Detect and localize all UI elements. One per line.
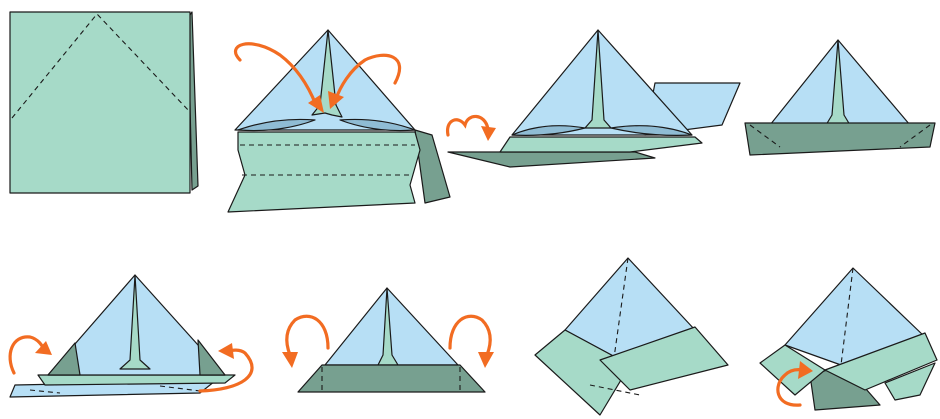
paper-front <box>9 11 191 194</box>
base-band <box>227 131 421 213</box>
right-arrowhead <box>328 91 344 109</box>
step-7-open-diamond <box>534 257 729 416</box>
left-flap <box>534 329 631 416</box>
step-5-tuck-corners <box>8 274 254 398</box>
right-fold-up-arrow <box>448 314 492 357</box>
right-pocket <box>339 118 416 132</box>
step-2-fold-triangle <box>227 29 451 213</box>
hull <box>297 364 486 393</box>
step-8-final-fold <box>759 267 938 411</box>
flip-over-arrow <box>445 114 490 137</box>
left-pocket <box>237 118 316 132</box>
right-flap <box>599 326 729 391</box>
hull <box>37 374 236 386</box>
left-corner-flap <box>47 342 81 376</box>
final-fold-arrow <box>776 368 805 407</box>
sail-center <box>584 29 612 129</box>
step-3-open-boat <box>445 29 741 168</box>
left-arrowhead <box>308 95 324 113</box>
hull-front <box>499 136 703 153</box>
sail-center <box>119 274 151 370</box>
right-inward-arrow <box>334 53 402 101</box>
right-tuck-arrow <box>198 348 254 393</box>
flip-arrowhead <box>481 126 496 141</box>
back-flap <box>414 129 451 204</box>
step-1-folded-paper <box>9 11 199 194</box>
step-6-fold-up-sides <box>282 287 494 393</box>
left-tuck-arrow <box>8 335 47 375</box>
right-corner-flap <box>197 339 226 376</box>
hull-dark <box>447 151 656 168</box>
step-4-hat <box>744 39 936 156</box>
left-fold-up-arrow <box>285 314 330 357</box>
left-inward-arrow <box>233 42 318 107</box>
right-flap <box>824 332 938 391</box>
brim <box>744 122 936 156</box>
